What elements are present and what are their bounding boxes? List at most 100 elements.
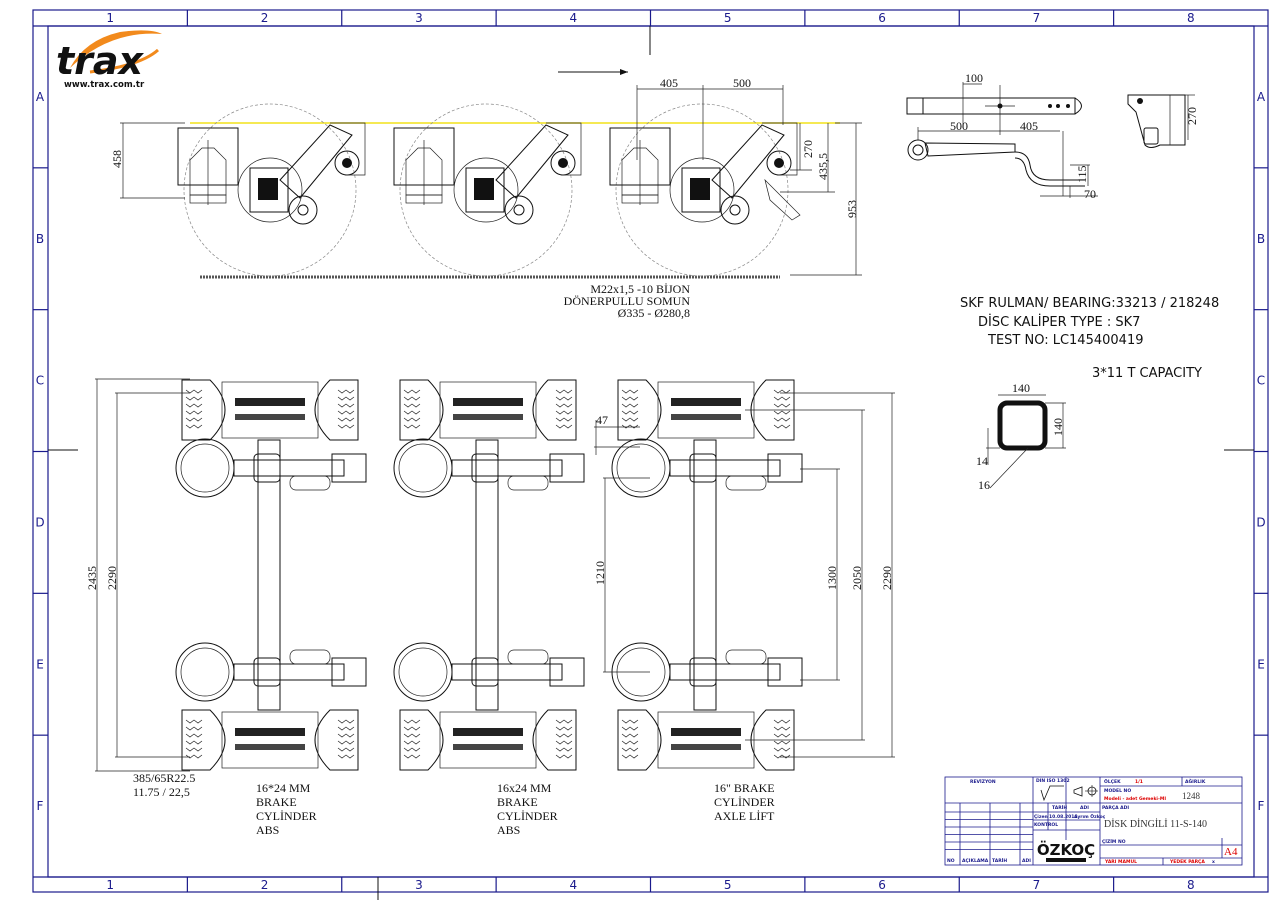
surface-finish-symbol	[1040, 785, 1064, 802]
tread-mark	[555, 726, 573, 731]
projection-symbol	[1073, 785, 1098, 797]
tread-mark	[185, 389, 203, 394]
tread-mark	[337, 389, 355, 394]
wheel-note-line-3: Ø335 - Ø280,8	[618, 306, 690, 320]
zone-col-bottom-3: 3	[415, 878, 423, 892]
tb-spare-mark: x	[1212, 860, 1215, 865]
zone-row-right-F: F	[1258, 799, 1265, 813]
dim-arm-drop: 115	[1075, 165, 1089, 183]
zone-col-top-5: 5	[724, 11, 732, 25]
tb-sheet-size: A4	[1224, 846, 1238, 858]
arm	[451, 663, 563, 681]
zone-col-top-6: 6	[878, 11, 886, 25]
tb-part-name-label: PARÇA ADI	[1102, 805, 1129, 811]
tb-signature-label: ADI	[1080, 805, 1089, 811]
wheel-outline	[399, 103, 573, 277]
tread-mark	[621, 733, 639, 738]
tb-company-logo: ÖZKOÇ	[1037, 840, 1095, 859]
axle-label-1-line-3: CYLİNDER	[256, 809, 317, 823]
zone-col-bottom-6: 6	[878, 878, 886, 892]
trailing-arm-detail: 100 500 405 115 70	[906, 71, 1098, 201]
zone-row-left-F: F	[37, 799, 44, 813]
tread-mark	[337, 410, 355, 415]
brake-chamber-center	[729, 204, 741, 216]
brake-chamber-plan	[507, 649, 549, 665]
bearing-plan	[453, 414, 523, 420]
trailing-arm	[279, 124, 353, 199]
axle-beam	[693, 439, 717, 711]
zone-col-bottom-8: 8	[1187, 878, 1195, 892]
tread-mark	[555, 417, 573, 422]
dim-hanger-435: 435,5	[816, 153, 830, 180]
axle-label-3-line-1: 16" BRAKE	[714, 781, 775, 795]
tb-footer-desc: AÇIKLAMA	[962, 858, 989, 864]
bearing-plan	[453, 744, 523, 750]
hub-core	[474, 178, 494, 200]
tread-mark	[337, 747, 355, 752]
axle-label-2-line-1: 16x24 MM	[497, 781, 552, 795]
tread-mark	[621, 396, 639, 401]
tyre-left	[399, 379, 444, 441]
brake-disc-plan	[235, 398, 305, 406]
axle-label-2-line-2: BRAKE	[497, 795, 538, 809]
zone-col-bottom-7: 7	[1033, 878, 1041, 892]
wheel-hub	[657, 711, 755, 769]
dim-brake-spacing: 1300	[825, 566, 839, 590]
hanger	[546, 122, 582, 176]
tread-mark	[621, 389, 639, 394]
axle-section-detail: 140 140 14 16	[976, 381, 1066, 492]
axle-label-1-line-4: ABS	[256, 823, 279, 837]
zone-row-right-C: C	[1257, 374, 1265, 388]
tread-mark	[403, 417, 421, 422]
zone-col-top-2: 2	[261, 11, 269, 25]
dim-arm-top: 100	[965, 71, 983, 85]
tyre-left	[399, 709, 444, 771]
tread-mark	[773, 389, 791, 394]
arm-bushing-pin	[342, 158, 352, 168]
tread-mark	[337, 740, 355, 745]
tb-drawing-no-label: ÇİZİM NO	[1102, 838, 1126, 845]
tb-checked-label: KONTROL	[1034, 822, 1058, 828]
tyre-right	[750, 379, 795, 441]
air-spring-base	[405, 194, 443, 204]
wheel-hub	[221, 381, 319, 439]
hanger-plan	[331, 657, 367, 687]
tb-footer-name: ADI	[1022, 858, 1031, 864]
tread-mark	[403, 740, 421, 745]
brake-disc-plan	[235, 728, 305, 736]
tread-mark	[403, 719, 421, 724]
arm	[233, 663, 345, 681]
axle-seat	[689, 453, 717, 483]
zone-col-top-3: 3	[415, 11, 423, 25]
spec-test-no: TEST NO: LC145400419	[987, 333, 1143, 348]
wheel-hub	[439, 711, 537, 769]
tb-scale-label: ÖLÇEK	[1104, 778, 1121, 785]
arm-bushing-pin	[558, 158, 568, 168]
zone-dividers	[33, 10, 1268, 892]
tread-mark	[555, 719, 573, 724]
tyre-note-line-2: 11.75 / 22,5	[133, 785, 190, 799]
brake-chamber-plan	[289, 649, 331, 665]
plan-axles	[175, 379, 803, 771]
air-spring-plate-inner	[398, 443, 448, 493]
tread-mark	[555, 389, 573, 394]
hanger	[330, 122, 366, 176]
tb-drawn-by: Ayrım Özkoç	[1074, 813, 1106, 820]
tread-mark	[555, 396, 573, 401]
zone-row-right-E: E	[1257, 657, 1265, 671]
dim-air-spring-height: 458	[110, 150, 124, 168]
air-spring-plate	[393, 438, 453, 498]
tread-mark	[621, 747, 639, 752]
air-spring-base	[189, 194, 227, 204]
brake-chamber-plan	[507, 475, 549, 491]
zone-row-left-D: D	[35, 515, 44, 529]
zone-col-bottom-2: 2	[261, 878, 269, 892]
zone-row-right-B: B	[1257, 232, 1265, 246]
tread-mark	[621, 424, 639, 429]
tread-mark	[773, 719, 791, 724]
hub	[681, 167, 721, 213]
logo-wordmark: trax	[56, 39, 145, 83]
zone-col-top-4: 4	[569, 11, 577, 25]
tread-mark	[555, 733, 573, 738]
